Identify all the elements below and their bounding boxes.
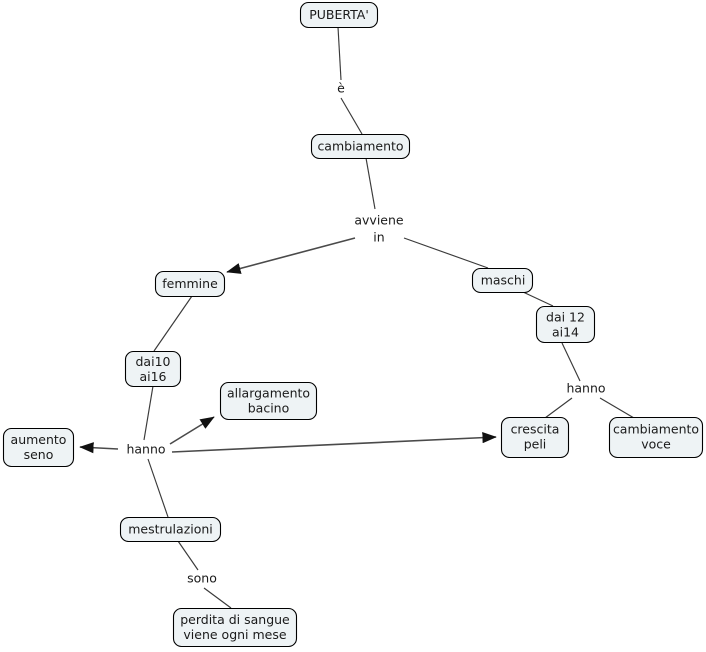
edge-hanno-to-aumento-seno xyxy=(79,442,119,454)
node-perdita-di-sangue-label-line1: perdita di sangue xyxy=(180,612,290,627)
node-dai10-ai16-label-line1: dai10 xyxy=(136,354,171,369)
node-perdita-di-sangue-box[interactable] xyxy=(172,607,298,648)
edge-sono-to-perdita xyxy=(203,587,232,609)
edge-hanno-right-to-cambiamento-voce xyxy=(599,397,635,419)
edge-dai12ai14-to-hanno xyxy=(561,342,581,382)
node-cambiamento-voce-label-line1: cambiamento xyxy=(613,422,699,437)
edge-e-to-cambiamento xyxy=(340,97,363,135)
svg-text:avviene: avviene xyxy=(354,213,404,228)
node-puberta-box[interactable] xyxy=(299,1,379,29)
node-crescita-peli-label-line1: crescita xyxy=(511,422,560,437)
node-femmine-box[interactable] xyxy=(154,270,226,298)
node-crescita-peli-label-line2: peli xyxy=(524,437,547,452)
edge-avviene-to-femmine xyxy=(226,237,356,274)
link-label-e: è xyxy=(337,81,345,96)
node-puberta-label: PUBERTA' xyxy=(309,7,369,22)
edge-mestrulazioni-to-sono xyxy=(177,540,199,571)
node-allargamento-bacino-label-line2: bacino xyxy=(248,401,290,416)
link-label-hanno-left: hanno xyxy=(126,442,165,457)
node-maschi-box[interactable] xyxy=(471,267,534,294)
node-dai12-ai14-label-line1: dai 12 xyxy=(546,310,585,325)
node-cambiamento-voce[interactable]: cambiamento voce xyxy=(608,416,704,459)
node-mestrulazioni-label: mestrulazioni xyxy=(128,522,213,537)
edge-avviene-to-maschi xyxy=(403,237,489,269)
node-dai10-ai16-label-line2: ai16 xyxy=(139,369,166,384)
node-dai12-ai14-label-line2: ai14 xyxy=(552,325,579,340)
edge-hanno-to-crescita-peli xyxy=(171,432,497,453)
node-cambiamento-box[interactable] xyxy=(310,133,411,160)
node-dai12-ai14[interactable]: dai 12 ai14 xyxy=(535,305,596,344)
node-dai12-ai14-box[interactable] xyxy=(535,305,596,344)
node-allargamento-bacino-label-line1: allargamento xyxy=(227,386,310,401)
node-perdita-di-sangue[interactable]: perdita di sangue viene ogni mese xyxy=(172,607,298,648)
node-mestrulazioni[interactable]: mestrulazioni xyxy=(119,516,222,543)
edge-cambiamento-to-avviene xyxy=(365,157,376,210)
node-cambiamento-label: cambiamento xyxy=(317,139,403,154)
edge-dai10ai16-to-hanno xyxy=(143,385,154,441)
edge-puberta-to-e xyxy=(337,26,342,81)
node-femmine[interactable]: femmine xyxy=(154,270,226,298)
node-femmine-label: femmine xyxy=(162,276,218,291)
node-aumento-seno-label-line1: aumento xyxy=(11,432,67,447)
node-cambiamento[interactable]: cambiamento xyxy=(310,133,411,160)
node-aumento-seno-label-line2: seno xyxy=(24,447,54,462)
node-allargamento-bacino[interactable]: allargamento bacino xyxy=(219,381,318,421)
edge-maschi-to-dai12ai14 xyxy=(522,291,554,307)
node-maschi-label: maschi xyxy=(481,273,526,288)
link-label-avviene-in: avviene in xyxy=(354,213,404,245)
edge-hanno-to-allargamento-bacino xyxy=(169,416,215,445)
node-cambiamento-voce-box[interactable] xyxy=(608,416,704,459)
node-dai10-ai16[interactable]: dai10 ai16 xyxy=(124,350,182,388)
node-aumento-seno[interactable]: aumento seno xyxy=(2,427,75,468)
edge-femmine-to-dai10ai16 xyxy=(153,295,193,352)
node-allargamento-bacino-box[interactable] xyxy=(219,381,318,421)
node-puberta[interactable]: PUBERTA' xyxy=(299,1,379,29)
node-maschi[interactable]: maschi xyxy=(471,267,534,294)
node-cambiamento-voce-label-line2: voce xyxy=(641,437,671,452)
node-aumento-seno-box[interactable] xyxy=(2,427,75,468)
edge-hanno-to-mestrulazioni xyxy=(147,458,169,518)
node-crescita-peli[interactable]: crescita peli xyxy=(500,416,570,459)
node-mestrulazioni-box[interactable] xyxy=(119,516,222,543)
node-perdita-di-sangue-label-line2: viene ogni mese xyxy=(183,627,286,642)
svg-text:in: in xyxy=(373,230,384,245)
node-dai10-ai16-box[interactable] xyxy=(124,350,182,388)
node-crescita-peli-box[interactable] xyxy=(500,416,570,459)
link-label-hanno-right: hanno xyxy=(566,381,605,396)
link-label-sono: sono xyxy=(187,571,217,586)
edge-hanno-right-to-crescita-peli xyxy=(544,397,573,419)
